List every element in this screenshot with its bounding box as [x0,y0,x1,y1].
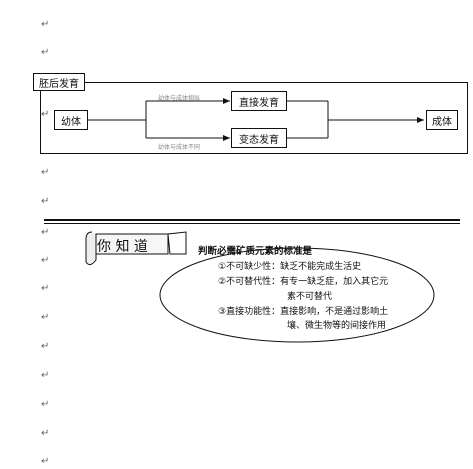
criterion-3-line2: 壤、微生物等的间接作用 [287,321,387,331]
paragraph-mark: ↵ [41,255,50,266]
section-divider-thin [44,223,460,224]
paragraph-mark: ↵ [41,283,50,294]
adult-box: 成体 [426,110,458,130]
juvenile-box: 幼体 [54,110,88,130]
diagram-title-text: 胚后发育 [39,78,79,90]
paragraph-mark: ↵ [41,196,50,207]
paragraph-mark: ↵ [41,341,50,352]
direct-development-box: 直接发育 [231,91,287,111]
paragraph-mark: ↵ [41,47,50,58]
diagram-frame [40,82,468,154]
paragraph-mark: ↵ [41,109,50,120]
paragraph-mark: ↵ [41,167,50,178]
paragraph-mark: ↵ [41,456,50,467]
paragraph-mark: ↵ [41,227,50,238]
adult-label: 成体 [432,116,452,128]
direct-development-label: 直接发育 [239,97,279,109]
criterion-2-line1: ②不可替代性：有专一缺乏症，加入其它元 [218,277,389,287]
diagram-title: 胚后发育 [33,73,85,91]
criterion-3-line1: ③直接功能性：直接影响，不是通过影响土 [218,307,389,317]
callout-banner: 你 知 道 [97,239,148,255]
paragraph-mark: ↵ [41,312,50,323]
note-different: 幼体与成体不同 [158,144,201,151]
metamorphosis-label: 变态发育 [239,134,279,146]
paragraph-mark: ↵ [41,19,50,30]
juvenile-label: 幼体 [61,116,81,128]
paragraph-mark: ↵ [41,370,50,381]
note-similar: 幼体与成体相似 [158,95,201,102]
criterion-2-line2: 素不可替代 [287,292,333,302]
callout-heading: 判断必需矿质元素的标准是 [198,246,313,257]
paragraph-mark: ↵ [41,428,50,439]
metamorphosis-box: 变态发育 [231,128,287,148]
paragraph-mark: ↵ [41,399,50,410]
criterion-1: ①不可缺少性：缺乏不能完成生活史 [218,262,362,272]
section-divider-thick [44,219,460,221]
